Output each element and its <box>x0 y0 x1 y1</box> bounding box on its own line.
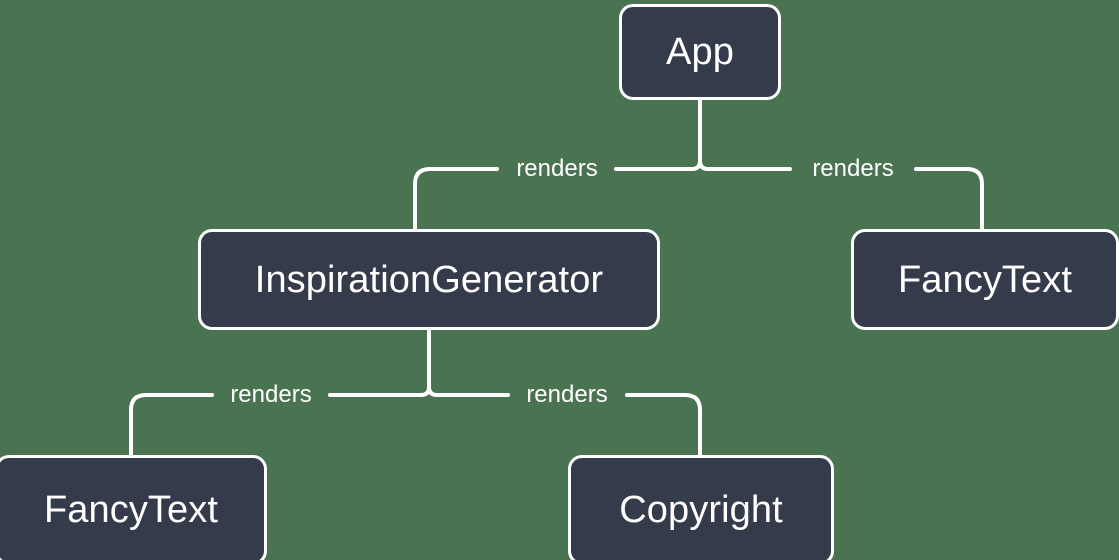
edge-app-junction-right <box>698 153 792 171</box>
edge-app-to-inspirationgenerator <box>413 167 499 231</box>
edge-ig-junction-left <box>328 379 431 397</box>
edge-app-junction-left <box>614 153 702 171</box>
edge-label-app-to-fancytext-right: renders <box>812 155 894 182</box>
node-fancytext-right[interactable]: FancyText <box>851 229 1119 330</box>
node-app[interactable]: App <box>619 4 781 100</box>
node-fancytext-left-label: FancyText <box>43 489 219 531</box>
edge-label-app-to-inspirationgenerator: renders <box>516 155 598 182</box>
node-fancytext-right-label: FancyText <box>897 258 1073 301</box>
edge-label-inspirationgenerator-to-fancytext-left: renders <box>230 381 312 408</box>
edge-ig-junction-right <box>427 379 510 397</box>
node-copyright-label: Copyright <box>619 489 783 531</box>
node-copyright[interactable]: Copyright <box>568 455 834 560</box>
edge-inspirationgenerator-to-fancytext-left <box>129 393 214 457</box>
node-inspiration-generator[interactable]: InspirationGenerator <box>198 229 660 330</box>
edge-app-to-fancytext-right <box>914 167 984 231</box>
node-inspiration-generator-label: InspirationGenerator <box>254 258 604 301</box>
node-app-label: App <box>666 31 734 73</box>
edge-label-inspirationgenerator-to-copyright: renders <box>526 381 608 408</box>
edge-inspirationgenerator-to-copyright <box>625 393 702 457</box>
node-fancytext-left[interactable]: FancyText <box>0 455 267 560</box>
